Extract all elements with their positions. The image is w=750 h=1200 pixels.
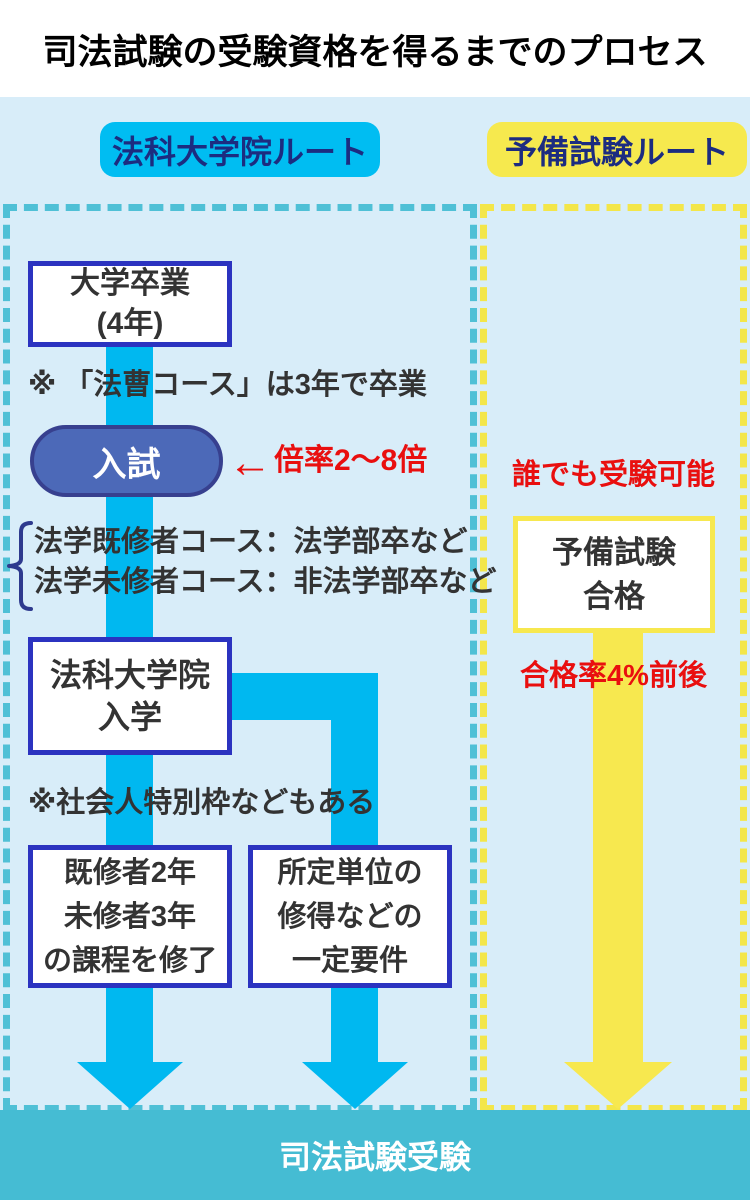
entrance-exam-pill: 入試: [30, 425, 223, 497]
law-school-admission-box: 法科大学院 入学: [28, 637, 232, 755]
route-header-preliminary-label: 予備試験ルート: [504, 133, 729, 170]
left-arrow-icon: ←: [228, 438, 272, 487]
preliminary-exam-pass-box: 予備試験 合格: [513, 516, 715, 633]
down-arrow-icon-preliminary: [564, 1062, 672, 1109]
preliminary-exam-pass-line2: 合格: [583, 578, 645, 614]
page-title: 司法試験の受験資格を得るまでのプロセス: [42, 33, 708, 72]
credit-requirements-box: 所定単位の 修得などの 一定要件: [248, 845, 452, 988]
law-school-admission-line1: 法科大学院: [49, 657, 210, 693]
law-school-route-region: [3, 204, 477, 1112]
note-pass-rate: 合格率4%前後: [520, 660, 707, 692]
university-graduation-line2: (4年): [96, 307, 164, 340]
exam-ratio-annotation: ←倍率2〜8倍: [228, 441, 428, 485]
preliminary-exam-pass-line1: 予備試験: [552, 534, 676, 570]
note-hoso-course: ※ 「法曹コース」は3年で卒業: [28, 369, 427, 401]
course-completion-box: 既修者2年 未修者3年 の課程を修了: [28, 845, 232, 988]
law-school-admission-line2: 入学: [97, 699, 162, 735]
entrance-exam-label: 入試: [92, 445, 161, 484]
note-anyone-can-apply: 誰でも受験可能: [511, 459, 715, 491]
route-header-preliminary: 予備試験ルート: [487, 122, 747, 177]
down-arrow-icon-left: [77, 1062, 183, 1109]
bar-exam-footer: 司法試験受験: [0, 1110, 750, 1200]
route-header-law-school-label: 法科大学院ルート: [111, 133, 368, 170]
course-completion-line3: の課程を修了: [42, 944, 217, 977]
exam-ratio-text: 倍率2〜8倍: [274, 444, 428, 477]
note-special-quota: ※社会人特別枠などもある: [28, 787, 376, 819]
brace-icon: [7, 521, 33, 611]
course-line-kishusha: 法学既修者コース：法学部卒など: [34, 526, 468, 558]
course-types-note: 法学既修者コース：法学部卒など 法学未修者コース：非法学部卒など: [34, 522, 497, 602]
university-graduation-line1: 大学卒業: [70, 267, 190, 300]
course-completion-line1: 既修者2年: [63, 856, 197, 889]
credit-requirements-line1: 所定単位の: [277, 856, 423, 889]
university-graduation-box: 大学卒業 (4年): [28, 261, 232, 347]
course-completion-line2: 未修者3年: [63, 900, 197, 933]
route-header-law-school: 法科大学院ルート: [100, 122, 380, 177]
down-arrow-icon-middle: [302, 1062, 408, 1109]
credit-requirements-line3: 一定要件: [291, 944, 408, 977]
credit-requirements-line2: 修得などの: [277, 900, 423, 933]
flow-band-preliminary: [593, 633, 643, 1062]
flow-band-branch-horizontal: [230, 673, 378, 720]
course-line-mishusha: 法学未修者コース：非法学部卒など: [34, 566, 497, 598]
bar-exam-footer-label: 司法試験受験: [278, 1139, 471, 1175]
